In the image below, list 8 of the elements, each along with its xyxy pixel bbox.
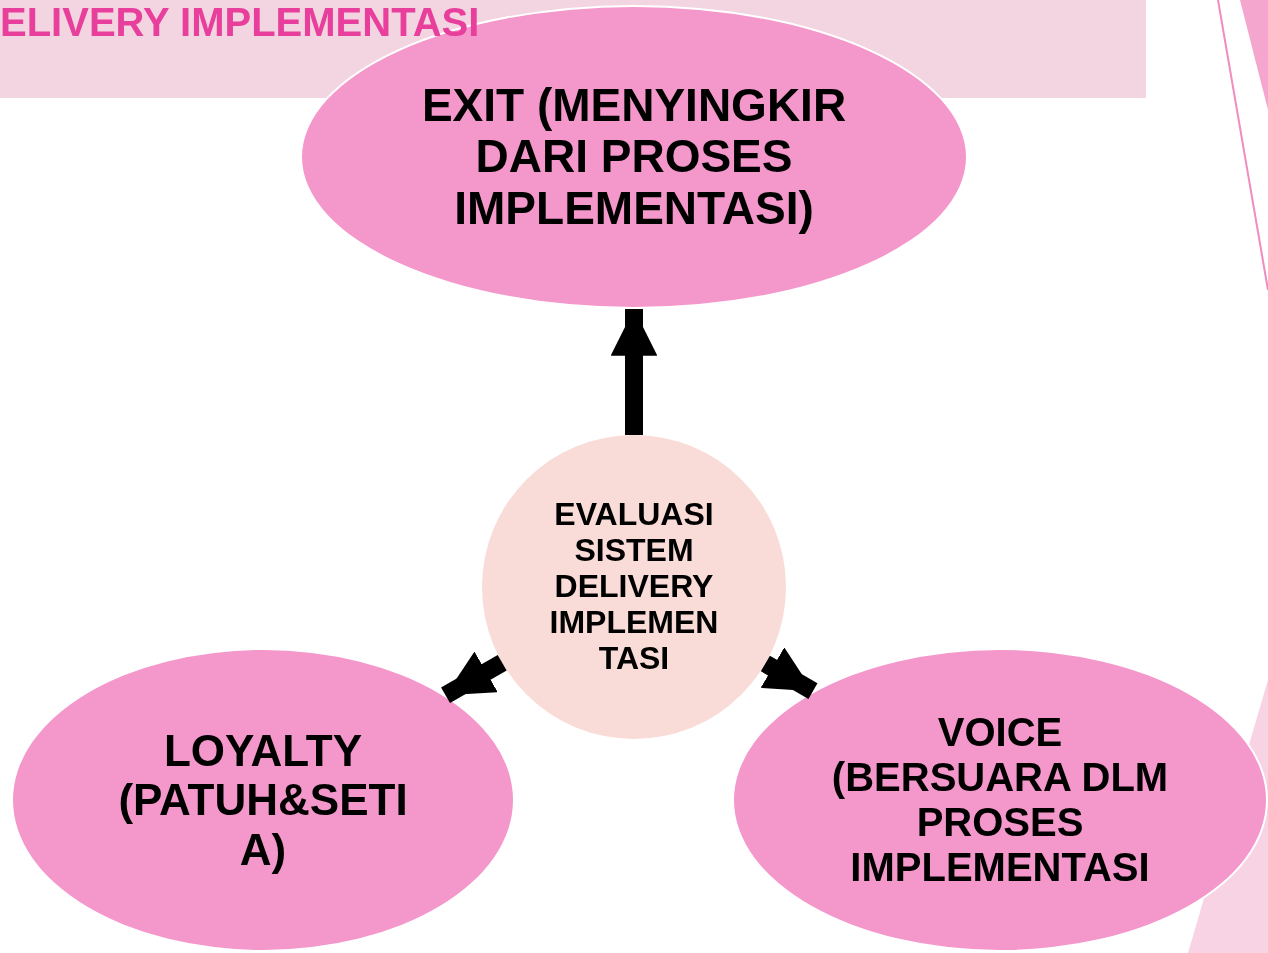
node-label: EXIT (MENYINGKIR DARI PROSES IMPLEMENTASI) bbox=[420, 79, 848, 235]
block-arrow bbox=[610, 309, 658, 435]
node-label: VOICE (BERSUARA DLM PROSES IMPLEMENTASI bbox=[830, 710, 1170, 890]
node-label: EVALUASI SISTEM DELIVERY IMPLEMEN TASI bbox=[548, 497, 720, 677]
title: ELIVERY IMPLEMENTASI bbox=[0, 2, 480, 42]
node-label: LOYALTY (PATUH&SETI A) bbox=[117, 726, 409, 874]
block-arrow bbox=[441, 651, 507, 703]
block-arrow bbox=[760, 647, 818, 699]
